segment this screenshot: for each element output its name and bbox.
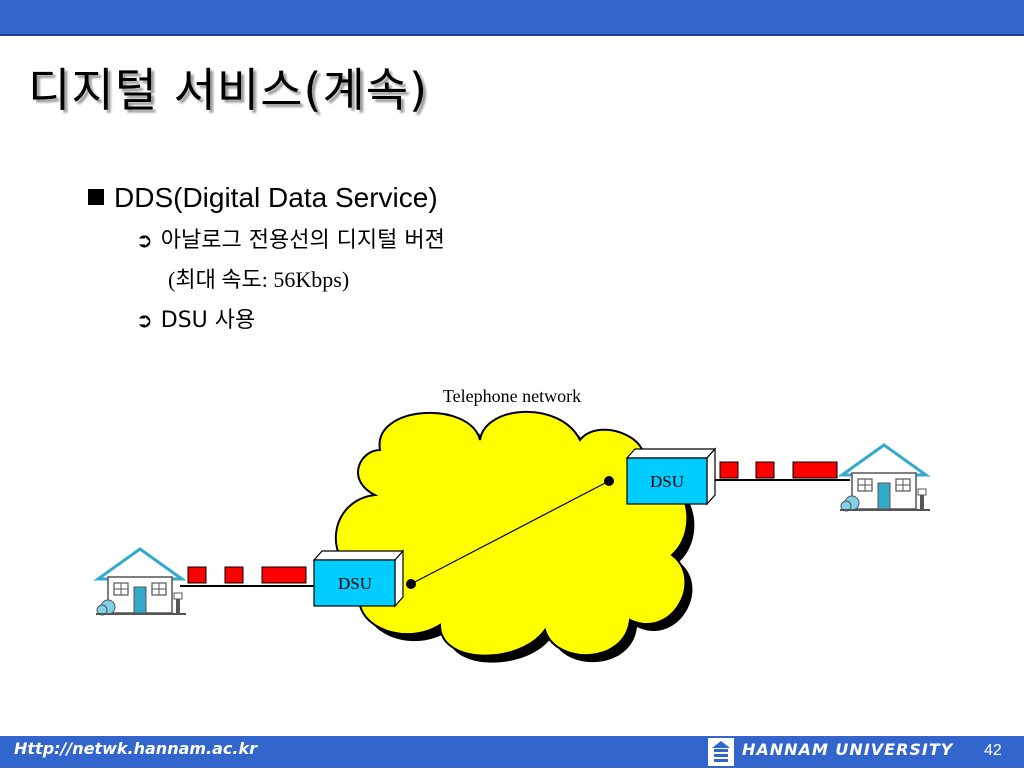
right-dsu-box: DSU	[625, 447, 717, 506]
left-dsu-box: DSU	[312, 549, 405, 608]
telephone-network-label: Telephone network	[443, 386, 581, 406]
square-bullet-icon	[88, 189, 104, 205]
university-logo-icon	[708, 738, 734, 766]
footer-url[interactable]: Http://netwk.hannam.ac.kr	[14, 739, 258, 758]
sub-bullet-1-cont-text: (최대 속도: 56Kbps)	[168, 267, 350, 292]
right-connection-node	[604, 476, 614, 486]
top-bar	[0, 0, 1024, 36]
telephone-network-cloud	[334, 410, 689, 657]
sub-bullet-1-text: 아날로그 전용선의 디지털 버젼	[160, 228, 445, 253]
right-signal-pulses	[719, 461, 838, 479]
left-connection-node	[406, 579, 416, 589]
slide-title: 디지털 서비스(계속)	[28, 63, 429, 117]
sub-bullet-2: ➲ DSU 사용	[136, 302, 445, 334]
footer-bar: Http://netwk.hannam.ac.kr HANNAM UNIVERS…	[0, 736, 1024, 768]
left-house-icon	[94, 547, 188, 617]
page-number: 42	[984, 742, 1002, 759]
footer-university-name: HANNAM UNIVERSITY	[742, 740, 954, 759]
arrow-bullet-icon: ➲	[136, 228, 153, 252]
left-signal-pulses	[187, 566, 307, 584]
dds-network-diagram: Telephone network DSU DSU	[94, 386, 932, 663]
sub-bullet-1-continuation: (최대 속도: 56Kbps)	[168, 262, 445, 294]
sub-bullet-1: ➲ 아날로그 전용선의 디지털 버젼	[136, 222, 445, 254]
left-dsu-label: DSU	[338, 574, 372, 593]
right-dsu-label: DSU	[650, 472, 684, 491]
sub-bullet-2-text: DSU 사용	[160, 308, 256, 333]
right-house-icon	[838, 443, 932, 513]
arrow-bullet-icon: ➲	[136, 308, 153, 332]
network-link-line	[410, 480, 610, 585]
bullet-main: DDS(Digital Data Service)	[88, 182, 445, 214]
bullet-list: DDS(Digital Data Service) ➲ 아날로그 전용선의 디지털…	[88, 182, 445, 334]
bullet-main-text: DDS(Digital Data Service)	[114, 182, 438, 213]
